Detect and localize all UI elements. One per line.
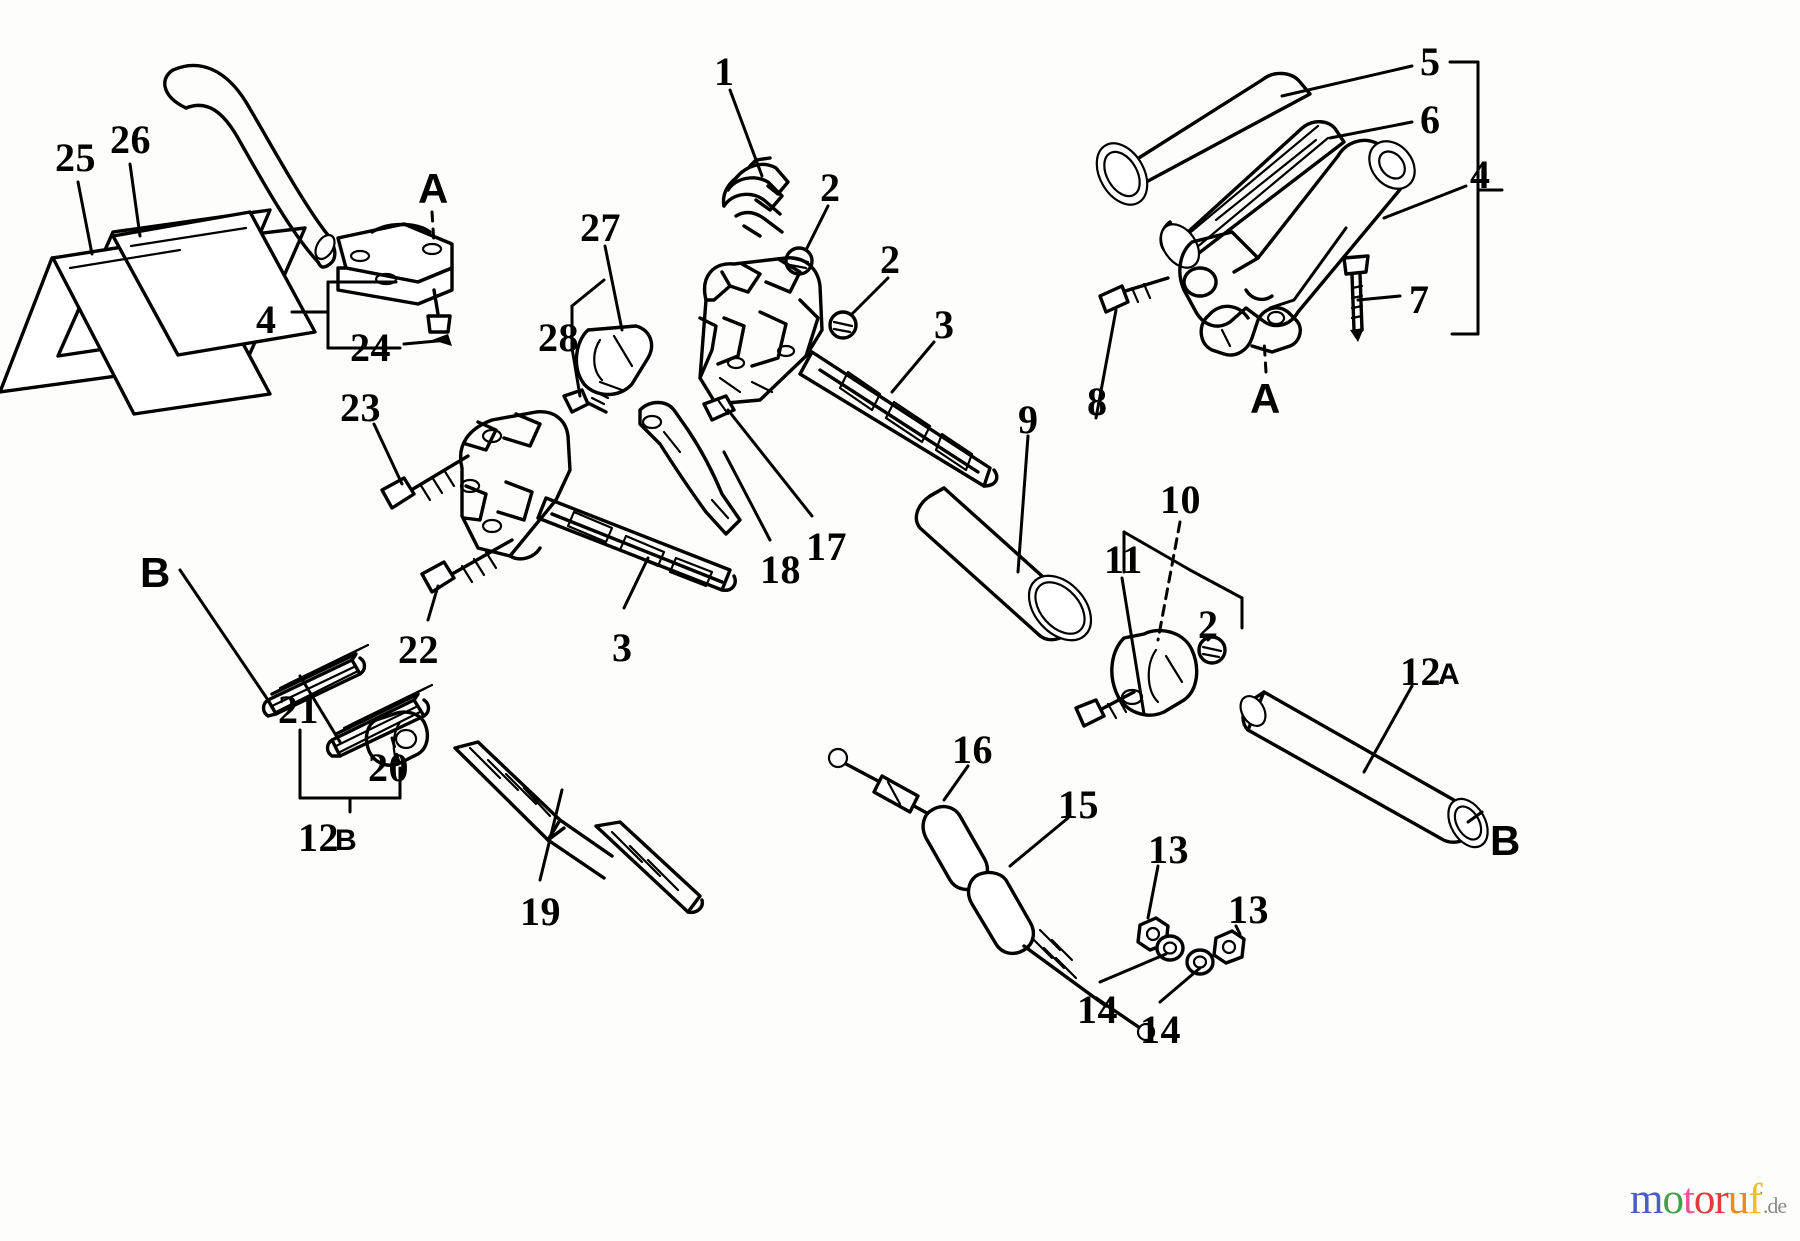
callout-c27: 27 [580,205,621,250]
part-19-drill-bit [453,740,704,915]
callout-c11: 11 [1104,537,1143,582]
watermark-letter-1: o [1662,1176,1683,1223]
callout-cB2: B [1490,817,1521,864]
callout-c10: 10 [1160,477,1201,522]
callout-c13a: 13 [1148,827,1189,872]
callout-c6: 6 [1420,97,1441,142]
part-cable-assembly [827,747,1156,1042]
part-3-left-bar [536,496,737,592]
callout-c3b: 3 [612,625,633,670]
callout-c12A_num: 12 [1400,649,1441,694]
callout-c2a: 2 [820,165,841,210]
watermark-letter-6: f [1748,1176,1762,1223]
callout-c1: 1 [714,49,735,94]
callout-c19: 19 [520,889,561,934]
part-18-lever [638,400,742,536]
part-24-clamp-block [336,222,454,306]
part-27-clamp [574,324,654,397]
part-left-housing [459,410,572,561]
callout-c7: 7 [1409,277,1430,322]
callout-c13b: 13 [1228,887,1269,932]
callout-c28: 28 [538,315,579,360]
plates-25-26 [51,210,317,416]
watermark-letter-2: t [1682,1176,1695,1223]
part-4-handle-body [1178,138,1416,328]
callout-c9: 9 [1018,397,1039,442]
motoruf-watermark: motoruf·.de [1630,1176,1787,1223]
part-21-grip-right [325,683,434,758]
part-8-screw [1098,276,1170,314]
watermark-tld: .de [1762,1193,1787,1218]
callout-c5: 5 [1420,39,1441,84]
callout-cA2: A [1250,375,1281,422]
watermark-letter-5: u [1727,1176,1749,1223]
callout-c4b: 4 [1470,152,1491,197]
part-23-bolt [380,454,470,510]
callout-c12A_let: A [1438,658,1461,691]
callout-c26: 26 [110,117,151,162]
callout-c8: 8 [1087,379,1108,424]
callout-c3a: 3 [934,302,955,347]
part-5-grip-tube [1095,71,1312,206]
callout-c14a: 14 [1077,987,1118,1032]
callout-c14b: 14 [1140,1007,1181,1052]
callout-cB1: B [140,549,171,596]
part-6-inner-tube [1159,120,1346,269]
watermark-letter-3: o [1693,1176,1715,1223]
part-handle-curved-tube [163,63,337,269]
watermark-letter-4: r [1714,1176,1728,1223]
callout-c24: 24 [350,325,391,370]
part-13-nut-b [1212,929,1246,965]
part-22-bolt [420,538,514,594]
callout-c4a: 4 [256,297,277,342]
callout-c16: 16 [952,727,993,772]
callout-c12B_let: B [335,824,358,857]
part-14-washer-b [1185,948,1215,976]
part-3-bar [798,350,999,488]
part-1-throttle-latch [721,156,790,238]
callout-c15: 15 [1058,782,1099,827]
callout-c12B_num: 12 [298,815,339,860]
part-11-screw [1074,690,1136,728]
callout-c21: 21 [278,687,319,732]
watermark-dot: · [1758,1184,1764,1202]
callout-c25: 25 [55,135,96,180]
callout-c2b: 2 [880,237,901,282]
part-7-bolt [1342,254,1370,342]
callout-c22: 22 [398,627,439,672]
part-28-bolt [562,388,610,414]
watermark-letter-0: m [1630,1176,1663,1223]
part-17-pin [702,394,736,422]
callout-cA1: A [418,165,449,212]
part-9-grip-tube [914,486,1093,642]
part-4-lower-clamp [1199,304,1302,357]
part-2-screw-lower [828,310,858,340]
callout-c17: 17 [806,524,847,569]
callout-c2c: 2 [1198,602,1219,647]
part-3-right-housing [698,256,824,406]
callout-c20: 20 [368,745,409,790]
callout-c23: 23 [340,385,381,430]
callout-c18: 18 [760,547,801,592]
part-24-bolt [426,288,452,334]
